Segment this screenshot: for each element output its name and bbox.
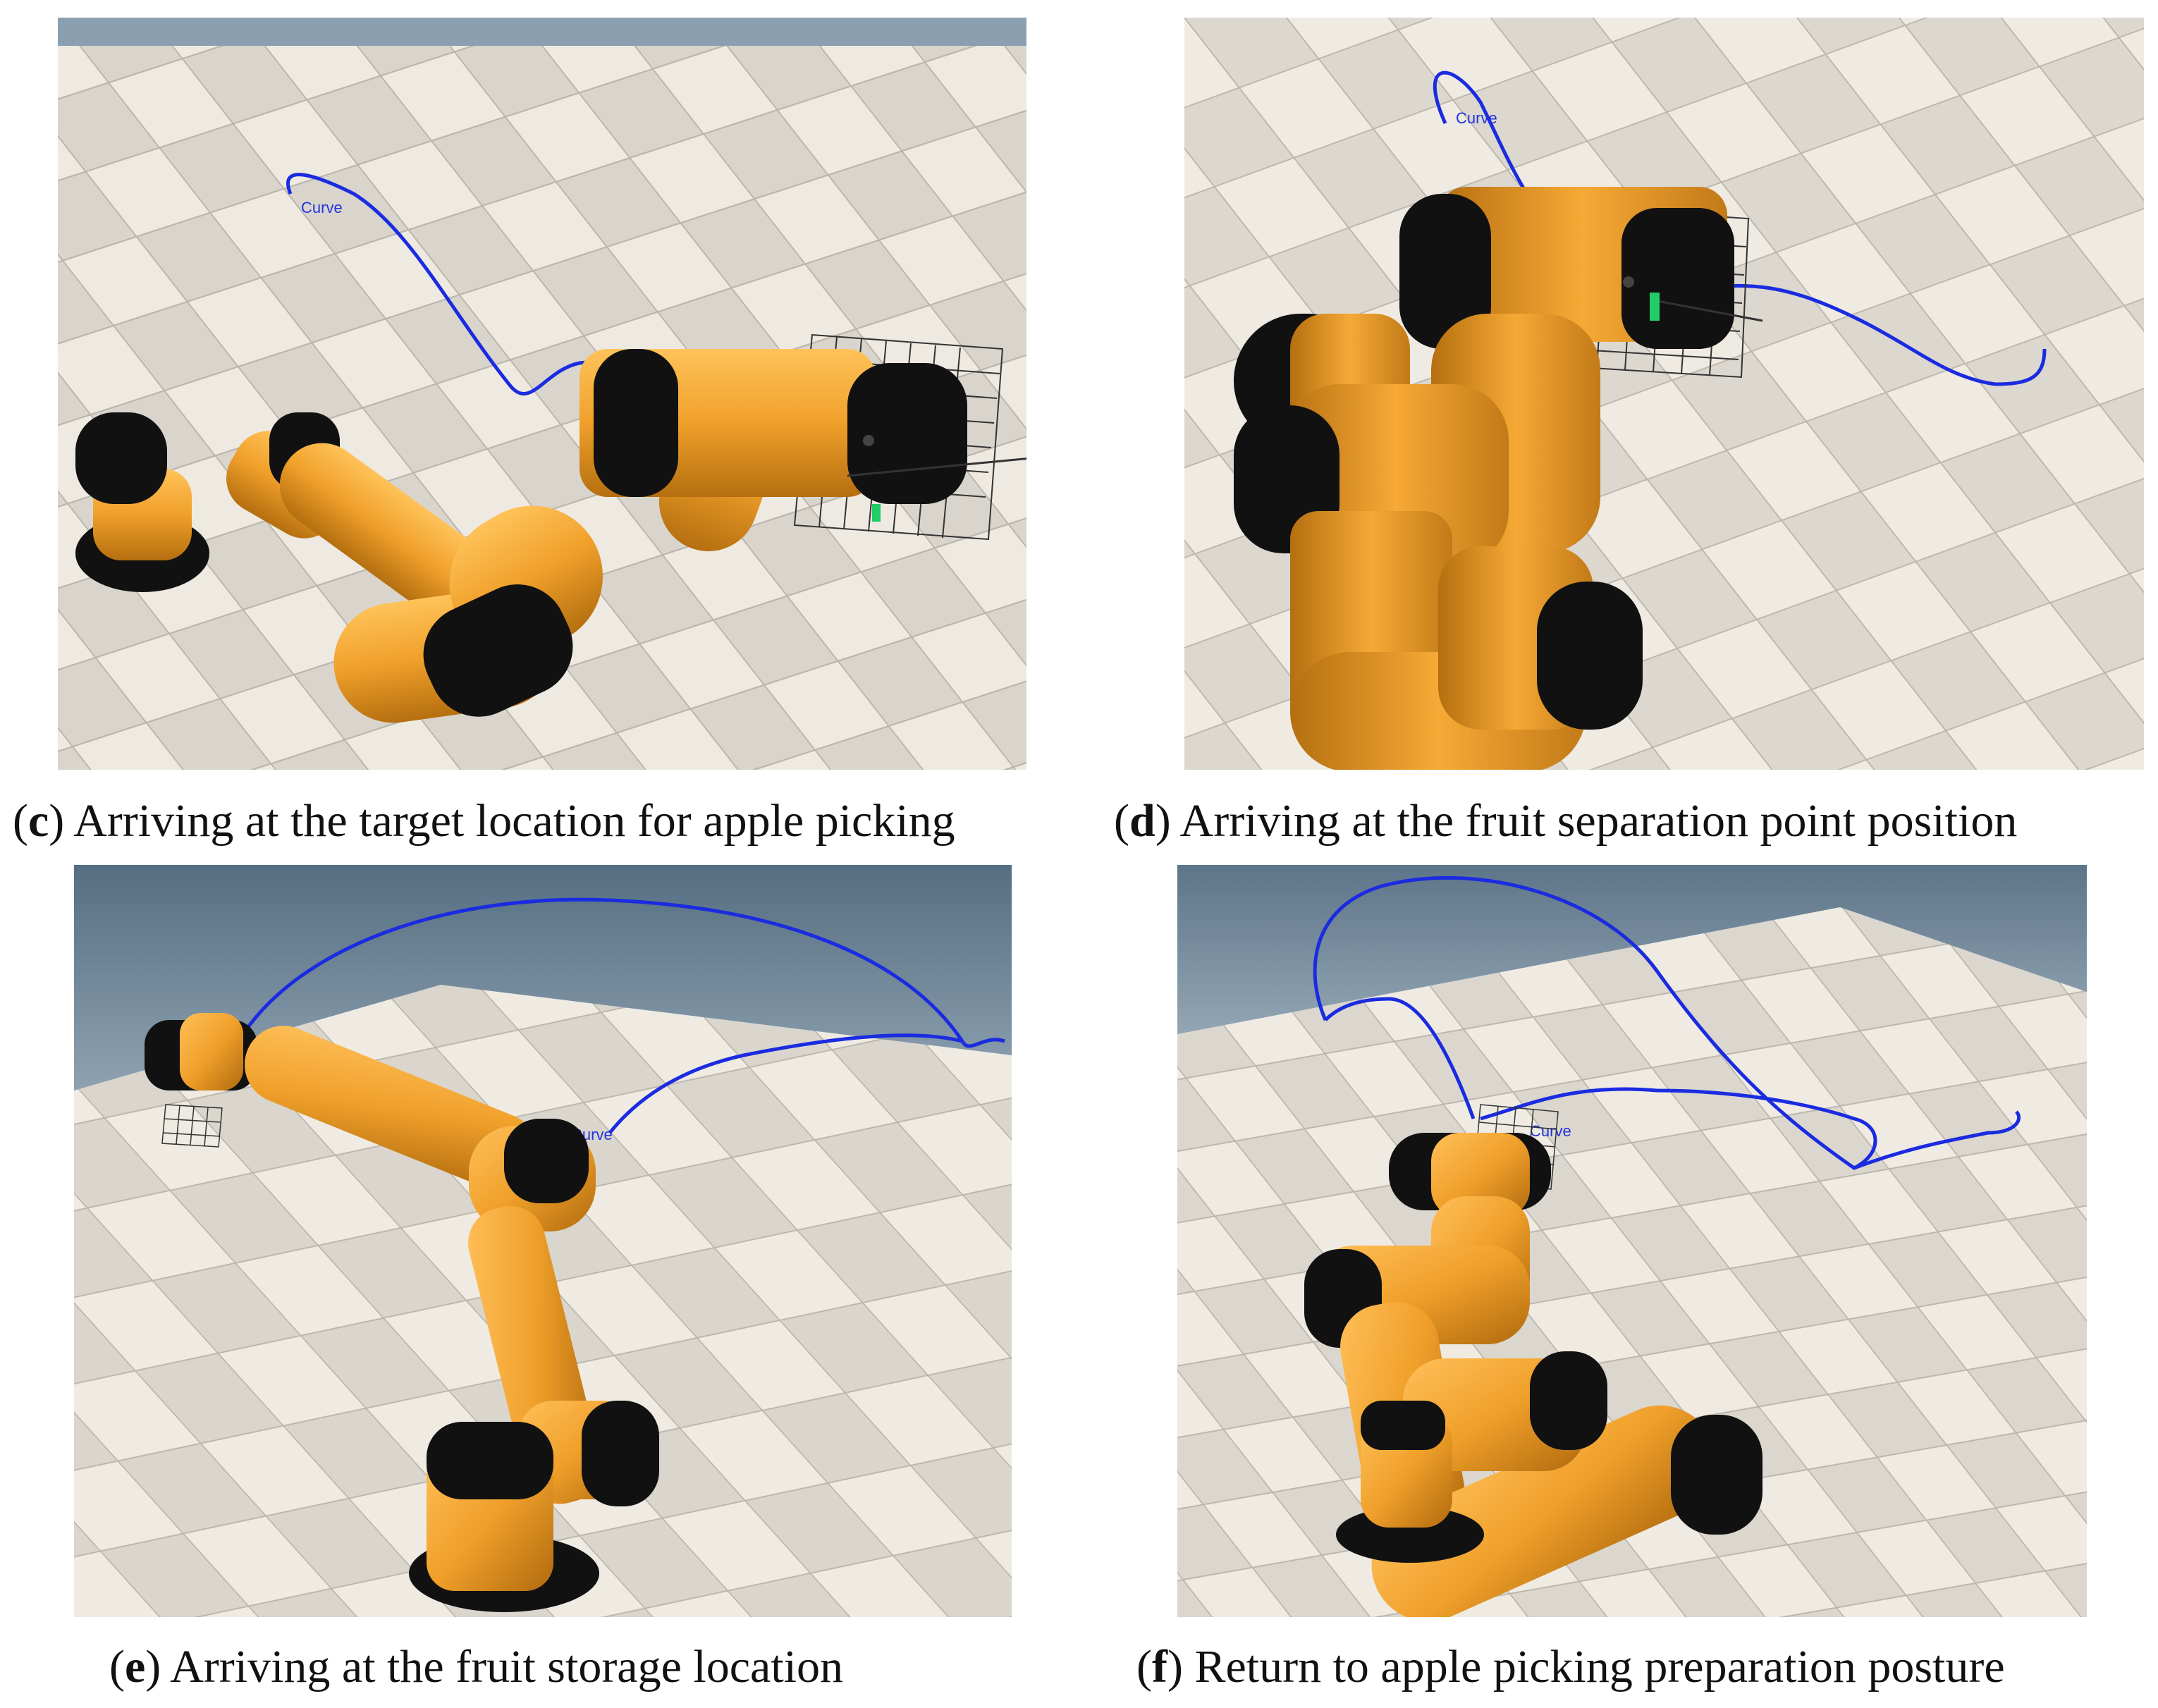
- trajectory-curve: [1313, 875, 2021, 1170]
- curve-label: Curve: [1530, 1122, 1571, 1140]
- panel-e-image: Curve: [74, 865, 1012, 1617]
- robot-arm: [145, 1013, 659, 1612]
- panel-c-image: Curve: [58, 18, 1026, 770]
- robot-arm: [75, 349, 1026, 723]
- trajectory-curve: [241, 897, 1005, 1134]
- robot-arm: [1234, 187, 1763, 770]
- trajectory-curve: [286, 173, 615, 396]
- panel-f-caption: (f) Return to apple picking preparation …: [1136, 1641, 2005, 1692]
- curve-label: Curve: [301, 199, 343, 216]
- robot-arm: [1304, 1133, 1762, 1617]
- panel-d-image: Curve: [1184, 18, 2144, 770]
- panel-f-image: Curve: [1177, 865, 2087, 1617]
- panel-d-caption: (d) Arriving at the fruit separation poi…: [1114, 795, 2018, 847]
- panel-c-caption: (c) Arriving at the target location for …: [13, 795, 955, 847]
- end-effector-grid: [161, 1104, 223, 1148]
- curve-label: Curve: [1456, 109, 1497, 127]
- panel-e-caption: (e) Arriving at the fruit storage locati…: [109, 1641, 843, 1692]
